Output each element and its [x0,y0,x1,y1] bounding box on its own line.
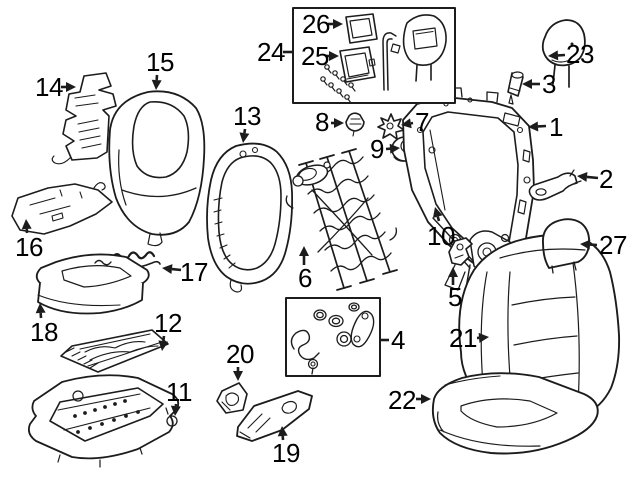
callout-arrow-13 [244,129,245,133]
part-seatback-heater-pad [52,73,116,164]
part-side-bracket [529,170,581,200]
callout-label-17: 17 [180,257,208,287]
callout-arrowhead-15 [151,79,162,90]
callout-arrowhead-6 [299,246,309,256]
callout-label-9: 9 [370,134,384,164]
callout-label-24: 24 [257,37,285,67]
callout-label-5: 5 [448,282,462,312]
callout-arrowhead-13 [239,132,250,143]
part-cushion-spring-pan [61,330,168,372]
callout-label-26: 26 [302,9,330,39]
callout-arrowhead-8 [334,118,344,128]
callout-arrowhead-2 [577,171,588,182]
callout-label-15: 15 [146,47,174,77]
callout-arrowhead-20 [233,371,243,381]
callout-label-16: 16 [15,232,43,262]
part-switch-bezel [217,383,247,413]
callout-label-8: 8 [315,107,329,137]
callout-label-12: 12 [154,308,182,338]
callout-label-1: 1 [549,112,563,142]
callout-arrowhead-17 [162,264,173,275]
part-grommets [314,303,359,346]
part-push-pin [309,360,318,375]
part-star-nut [378,114,404,139]
part-side-valance [237,391,312,441]
part-mount-rod [383,33,400,90]
part-seatback-panel [207,144,292,292]
part-seatback-cover [109,91,204,245]
callout-label-4: 4 [391,325,405,355]
callout-arrow-12 [163,336,164,341]
part-cushion-trim-panel [12,183,112,234]
callout-label-25: 25 [301,41,329,71]
callout-arrowhead-25 [329,51,339,61]
part-cable [291,330,319,359]
callout-label-13: 13 [233,101,261,131]
kit-box-headrest-monitor [293,8,455,103]
callout-arrowhead-5 [448,267,458,277]
callout-arrowhead-26 [333,19,343,29]
callout-arrowhead-11 [170,405,181,416]
callout-label-11: 11 [166,377,193,407]
callout-label-7: 7 [415,107,429,137]
callout-label-21: 21 [449,323,477,353]
callout-label-20: 20 [226,339,254,369]
callout-label-18: 18 [30,317,58,347]
callout-arrow-10 [438,217,439,221]
part-headrest-assembled [543,219,589,268]
callout-arrowhead-27 [580,239,591,250]
part-headrest-with-monitor [404,15,447,81]
callout-arrowhead-22 [421,394,431,404]
part-headrest-guide-sleeve [508,72,523,104]
callout-arrowhead-12 [158,340,169,351]
callout-label-10: 10 [427,221,455,251]
callout-label-19: 19 [272,438,300,468]
callout-arrowhead-3 [522,79,532,89]
callout-arrowhead-14 [66,82,76,92]
callout-arrowhead-18 [35,303,46,314]
callout-arrowhead-21 [478,332,489,343]
callout-arrowhead-16 [21,219,32,230]
part-seat-assembly [433,219,619,453]
callout-arrow-17 [172,269,181,270]
callout-label-14: 14 [35,72,63,102]
part-small-bracket [449,238,472,265]
part-cushion-frame [29,375,178,467]
part-seat-cushion-assembly [433,373,598,453]
callout-label-22: 22 [388,385,416,415]
callout-arrowhead-1 [528,121,539,132]
callout-arrowhead-19 [277,426,288,437]
callout-label-6: 6 [298,263,312,293]
callout-label-2: 2 [599,164,613,194]
callout-arrow-2 [587,177,598,178]
part-lumbar-spring-mat [286,149,397,290]
screw-set [321,65,355,103]
part-clip [346,113,364,136]
callout-arrowhead-7 [401,118,412,129]
kit-box-hardware [286,298,380,376]
callout-arrowhead-23 [548,50,559,61]
part-handle-lever [351,311,373,346]
part-monitor-bezel [346,14,377,43]
callout-label-23: 23 [566,39,594,69]
callout-arrowhead-9 [389,143,400,154]
callout-label-27: 27 [599,230,627,260]
callout-label-3: 3 [542,69,556,99]
part-cushion-pad [37,254,149,313]
part-video-monitor [340,47,375,82]
callout-arrowhead-10 [432,207,443,218]
